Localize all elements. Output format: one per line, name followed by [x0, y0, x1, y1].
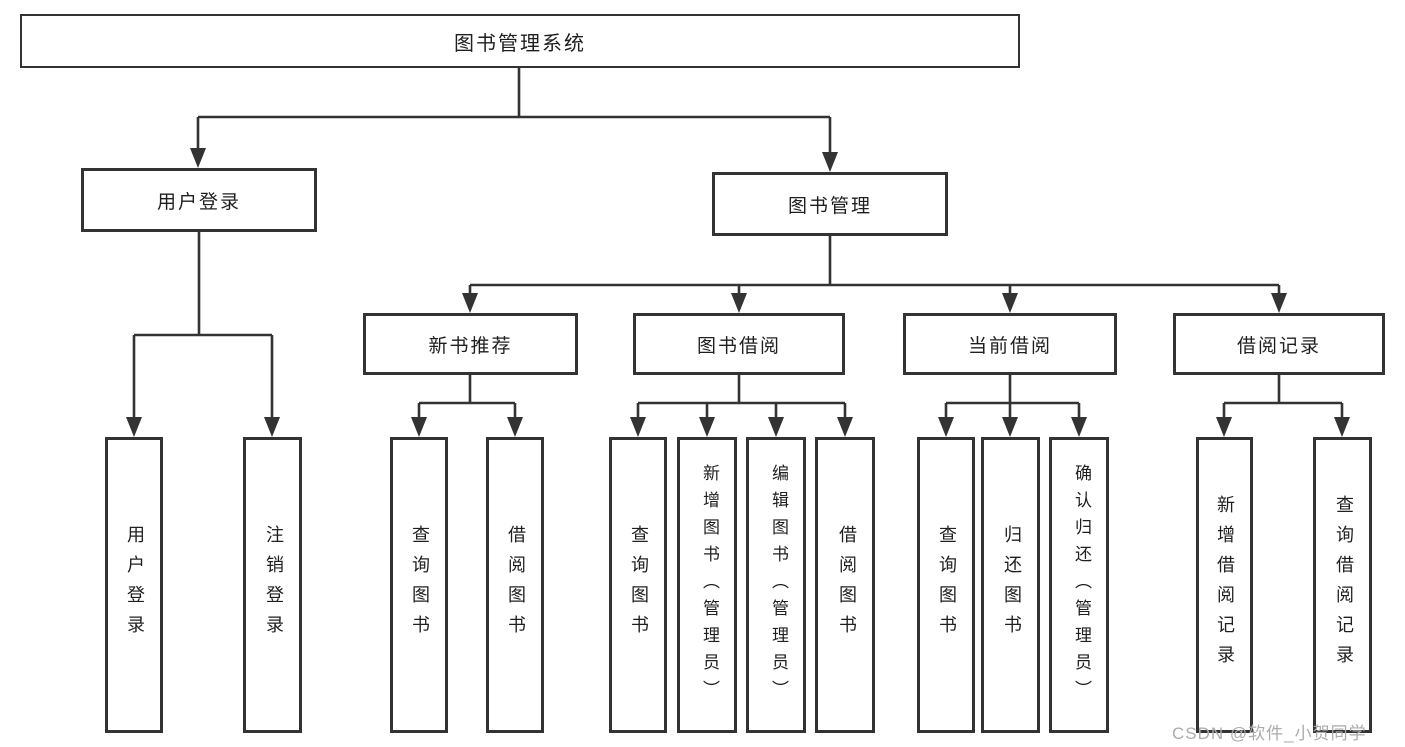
leaf-query-borrow-record: 查询借阅记录 — [1313, 437, 1372, 733]
leaf-confirm-return-admin: 确认归还（管理员） — [1049, 437, 1109, 733]
node-book-management: 图书管理 — [712, 172, 948, 236]
leaf-query-book-2: 查询图书 — [609, 437, 667, 733]
leaf-borrow-book-2: 借阅图书 — [815, 437, 875, 733]
leaf-add-book-admin: 新增图书（管理员） — [677, 437, 737, 733]
watermark: CSDN @软件_小贺同学 — [1172, 724, 1367, 743]
node-root: 图书管理系统 — [20, 14, 1020, 68]
leaf-add-borrow-record: 新增借阅记录 — [1196, 437, 1253, 733]
leaf-edit-book-admin: 编辑图书（管理员） — [746, 437, 806, 733]
leaf-return-book: 归还图书 — [981, 437, 1040, 733]
node-user-login: 用户登录 — [81, 168, 317, 232]
node-new-book-recommend: 新书推荐 — [363, 313, 578, 375]
leaf-user-login: 用户登录 — [105, 437, 163, 733]
node-book-borrow: 图书借阅 — [633, 313, 845, 375]
node-borrow-records: 借阅记录 — [1173, 313, 1385, 375]
leaf-query-book-3: 查询图书 — [917, 437, 975, 733]
leaf-query-book-1: 查询图书 — [390, 437, 448, 733]
leaf-borrow-book-1: 借阅图书 — [486, 437, 544, 733]
node-current-borrow: 当前借阅 — [903, 313, 1117, 375]
leaf-logout: 注销登录 — [243, 437, 302, 733]
